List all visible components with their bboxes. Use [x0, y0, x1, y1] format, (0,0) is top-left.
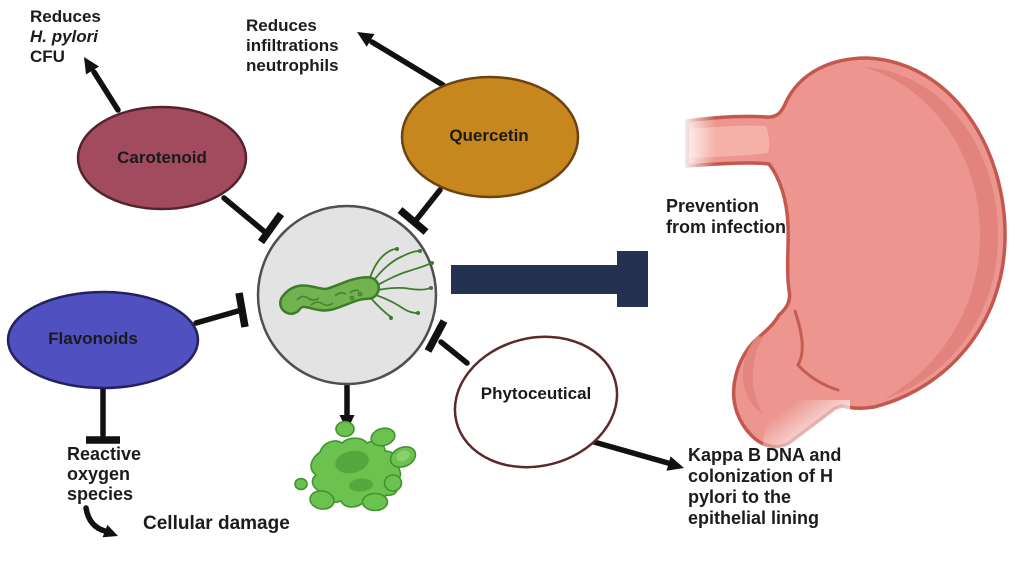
stomach-illustration [680, 56, 1007, 460]
flagellum-tip [416, 311, 420, 315]
stomach-rim-shading [864, 67, 999, 399]
flagellum-tip [389, 316, 393, 320]
flavonoids-inhibit-line [193, 308, 241, 326]
carotenoid-inhibit-cap [257, 211, 285, 245]
lysed-blob [370, 427, 396, 447]
quercetin-inhibit-cap [397, 207, 429, 235]
annotation-line: Reduces [246, 16, 317, 35]
annotation-line: infiltrations [246, 36, 339, 55]
lysed-blob [361, 492, 389, 512]
annotation-line: CFU [30, 47, 65, 66]
quercetin-node-label: Quercetin [449, 126, 529, 145]
phytoceutical-node [453, 335, 619, 469]
neutrophils-arrow-line [369, 39, 446, 88]
cellular-damage-curved-arrow-line [83, 505, 108, 534]
lysed-blob [309, 490, 335, 510]
annotation-line: species [67, 484, 134, 504]
duodenum-shading [742, 336, 764, 414]
esophagus-fade [680, 108, 716, 174]
carotenoid-inhibit-line [221, 195, 269, 236]
cellular-damage-arrowhead [102, 524, 118, 538]
bacterium-texture-dot [349, 295, 355, 301]
annotation-line: from infection [666, 217, 786, 237]
bacterium-texture [296, 295, 320, 301]
annotation-line: Reactive [67, 444, 142, 464]
annotation-line: H. pylori [30, 27, 99, 46]
annotation-line: oxygen [67, 464, 131, 484]
lysed-dark-patch [349, 478, 373, 492]
bacterium-texture [334, 292, 347, 297]
hpylori-circle-group [256, 204, 438, 386]
annotation-line: Kappa B DNA and [688, 445, 842, 465]
inhibitor-caps [86, 207, 448, 444]
quercetin-node [400, 75, 580, 199]
phytoceutical-inhibit-cap [424, 319, 448, 353]
bacterium-texture [310, 301, 334, 307]
annotation-cellular-damage: Cellular damage [143, 513, 290, 534]
lysed-blob [294, 477, 308, 491]
lysed-blob [335, 420, 355, 438]
cfu-arrowhead [84, 57, 99, 75]
arrowheads [84, 32, 684, 538]
annotation-line: Prevention [666, 196, 760, 216]
h-pylori-bacterium-icon [279, 247, 434, 320]
cfu-arrow-line [91, 69, 121, 113]
lysed-bacteria-blobs-icon [294, 420, 417, 512]
flavonoids-node-label: Flavonoids [48, 329, 138, 348]
neutrophils-arrowhead [357, 32, 375, 47]
lysed-light-patch [396, 450, 410, 462]
carotenoid-node [76, 105, 248, 211]
bacterium-texture [349, 289, 360, 294]
lysed-dark-patch [335, 450, 369, 474]
pylorus-crease-line [793, 309, 840, 392]
bacterium-flagellum [372, 287, 431, 292]
annotation-line: pylori to the [688, 487, 791, 507]
annotation-kappa: Kappa B DNA and colonization of H pylori… [688, 445, 841, 529]
flavonoids-node [6, 290, 200, 390]
bacterium-flagellum [371, 262, 432, 289]
phytoceutical-node-label: Phytoceutical [480, 384, 592, 403]
duodenum-fade [760, 400, 850, 460]
connector-lines [83, 39, 671, 534]
lysed-blob [383, 474, 403, 492]
lysed-bacteria-dark-patches [335, 450, 373, 492]
bacterium-texture-dot [357, 291, 363, 297]
carotenoid-node-label: Carotenoid [117, 148, 207, 167]
quercetin-inhibit-line [414, 187, 443, 222]
flagellum-tip [430, 261, 434, 265]
flagellum-tip [395, 247, 399, 251]
kappa-arrowhead [666, 456, 684, 471]
bacterium-flagellum [368, 295, 392, 318]
flavonoids-inhibit-cap [235, 292, 249, 328]
flagellum-tip [429, 286, 433, 290]
annotation-ros: Reactive oxygen species [67, 444, 141, 504]
bacterium-flagellum [367, 248, 397, 285]
annotation-reduces-cfu: Reduces H. pylori CFU [30, 7, 101, 67]
kappa-arrow-line [591, 439, 671, 466]
flagellum-tip [418, 249, 422, 253]
annotation-line: colonization of H [688, 466, 833, 486]
prevention-inhibitor-bar [451, 251, 648, 307]
phytoceutical-inhibit-line [438, 339, 470, 366]
bacterium-flagellum [371, 293, 418, 314]
annotation-reduces-neutrophils: Reduces infiltrations neutrophils [246, 16, 339, 76]
annotation-line: Reduces [30, 7, 101, 26]
bacterium-flagellum [369, 250, 420, 287]
annotation-line: neutrophils [246, 56, 339, 75]
annotation-line: epithelial lining [688, 508, 820, 528]
annotation-prevention: Prevention from infection [666, 196, 786, 238]
